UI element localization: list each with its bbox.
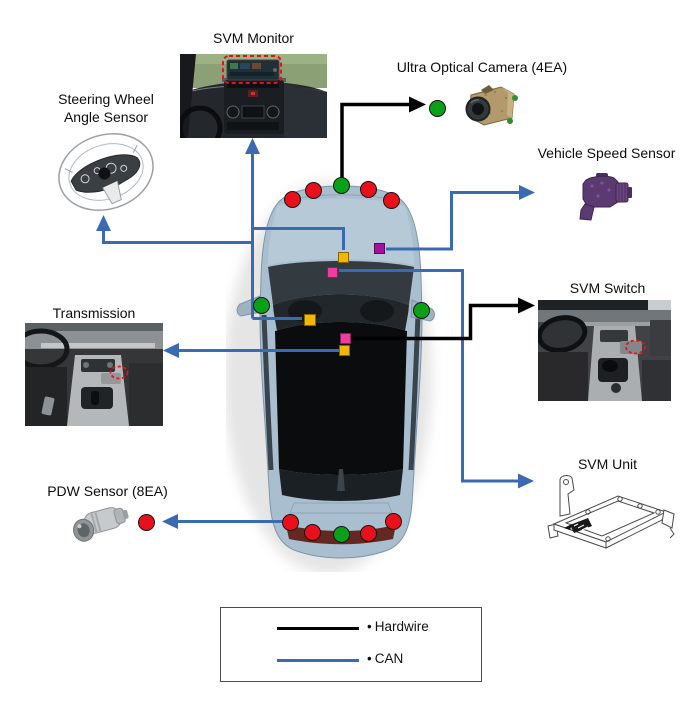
vehicle-speed-sensor-label: Vehicle Speed Sensor <box>537 145 676 161</box>
pdw-sensor-image <box>73 507 129 542</box>
legend-bullet: • <box>367 619 372 634</box>
camera-dot-mirror-right <box>412 301 430 319</box>
pdw-dot-rear-right-inner <box>359 524 377 542</box>
hardwire-line-sample <box>277 626 359 630</box>
camera-dot-front-center <box>332 176 350 194</box>
windshield-pink-node <box>327 267 338 278</box>
front-yellow-node <box>337 251 349 263</box>
arrow-to-svm-switch <box>518 297 535 314</box>
legend-hardwire-label: Hardwire <box>374 619 429 634</box>
arrow-to-ultra-camera <box>409 96 426 113</box>
svm-switch-photo <box>538 300 671 401</box>
vehicle-speed-sensor-image <box>579 173 632 221</box>
camera-dot-mirror-left <box>252 296 270 314</box>
seat-right <box>360 300 394 322</box>
steering-wheel-drawing <box>58 133 154 211</box>
transmission-highlight-dashed-oval <box>109 365 129 380</box>
legend-can-row: •CAN <box>367 651 403 666</box>
arrow-to-vehicle-speed-sensor <box>519 185 535 200</box>
camera-legend-dot-ultra <box>428 99 446 117</box>
camera-dot-rear-center <box>332 525 350 543</box>
car-top-view <box>226 182 435 572</box>
pdw-dot-front-right-inner <box>359 180 377 198</box>
arrow-to-svm-monitor <box>245 138 260 154</box>
steering-wheel-angle-sensor-label: Steering Wheel Angle Sensor <box>36 91 176 126</box>
unit-connector-hatch <box>570 518 592 533</box>
front-purple-node <box>374 243 385 254</box>
pdw-dot-rear-left-outer <box>281 513 299 531</box>
unit-printed-arrow <box>564 524 572 530</box>
side-glass-left <box>261 314 274 471</box>
transmission-label: Transmission <box>52 305 136 321</box>
legend-box: •Hardwire •CAN <box>220 607 482 682</box>
ultra-optical-camera-label: Ultra Optical Camera (4EA) <box>396 59 568 75</box>
ultra-optical-camera-image <box>465 85 518 126</box>
a-pillar-left <box>264 267 277 332</box>
svm-monitor-photo <box>180 54 327 138</box>
svm-unit-label: SVM Unit <box>577 456 638 472</box>
console-yellow-node <box>339 345 350 356</box>
transmission-photo <box>25 323 163 426</box>
legend-hardwire-row: •Hardwire <box>367 619 429 634</box>
legend-bullet: • <box>367 651 372 666</box>
monitor-highlight-dashed-box <box>222 55 282 84</box>
pdw-dot-rear-left-inner <box>303 523 321 541</box>
pdw-dot-rear-right-outer <box>384 512 402 530</box>
pdw-dot-front-right-outer <box>382 191 400 209</box>
arrow-to-pdw-sensor <box>162 514 178 529</box>
pdw-legend-dot <box>137 513 155 531</box>
svm-switch-label: SVM Switch <box>569 280 646 296</box>
svm-monitor-label: SVM Monitor <box>213 30 294 46</box>
dash-yellow-node <box>303 313 316 326</box>
hardwire-line-ultra-camera <box>340 102 410 178</box>
arrow-to-transmission <box>163 343 179 358</box>
console-pink-node <box>340 333 351 344</box>
steering-label-line2: Angle Sensor <box>63 108 149 125</box>
pdw-dot-front-left-outer <box>283 190 301 208</box>
steering-label-line1: Steering Wheel <box>58 91 154 107</box>
switch-highlight-dashed-oval <box>625 339 646 355</box>
legend-can-label: CAN <box>374 651 404 666</box>
pdw-sensor-label: PDW Sensor (8EA) <box>47 483 168 499</box>
can-line-sample <box>277 658 359 662</box>
pdw-dot-front-left-inner <box>304 181 322 199</box>
svm-unit-drawing <box>547 475 675 549</box>
